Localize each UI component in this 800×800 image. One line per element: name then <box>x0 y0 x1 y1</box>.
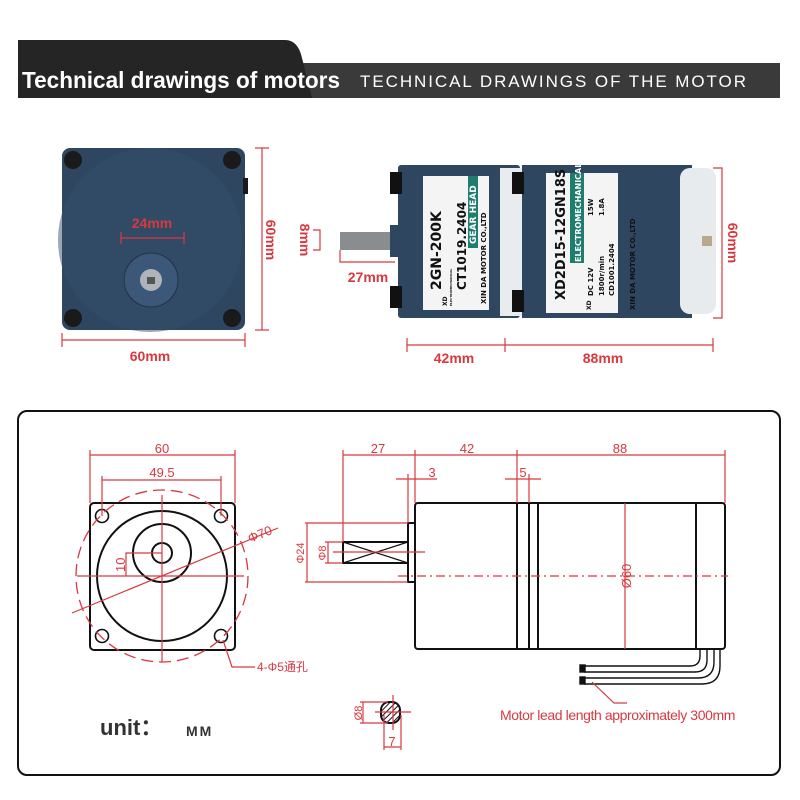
shaft-section-drawing: Ø8 7 <box>353 695 411 750</box>
gear-model-text: 2GN-200K <box>429 210 445 290</box>
shaft-diameter-dimension: 8mm <box>297 224 313 257</box>
lead-length-note: Motor lead length approximately 300mm <box>500 707 735 723</box>
section-flat-dimension: 7 <box>388 734 395 749</box>
gear-length-drawing-dimension: 42 <box>460 441 474 456</box>
flange-diameter-dimension: Φ24 <box>295 542 307 563</box>
motor-speed-text: 1800r/min <box>598 256 606 296</box>
side-height-dimension: 60mm <box>725 223 741 263</box>
motor-voltage-text: DC 12V <box>587 267 595 296</box>
gear-maker-text: XIN DA MOTOR CO.,LTD <box>480 212 488 304</box>
gear-length-dimension: 42mm <box>434 350 474 366</box>
side-view-drawing: Ø60 27 42 88 3 5 Φ24 Φ8 Motor lead lengt… <box>295 441 735 723</box>
mounting-holes-note: 4-Φ5通孔 <box>257 660 308 674</box>
offset-dimension: 10 <box>113 558 128 572</box>
motor-length-dimension: 88mm <box>583 350 623 366</box>
header-title: Technical drawings of motors <box>22 67 340 93</box>
motor-side-photo: 2GN-200K XD ELECTROMECHANICAL CT1019.240… <box>297 163 741 366</box>
motor-model-text: XD2D15-12GN18S <box>554 169 569 300</box>
gear-tag-text: GEAR HEAD <box>469 185 479 244</box>
gear-code-text: CT1019.2404 <box>455 202 469 290</box>
drawing-frame <box>17 410 781 776</box>
flange-thickness-dimension: 3 <box>428 465 435 480</box>
gear-brand-text: XD <box>442 296 449 306</box>
hole-spacing-dimension: 49.5 <box>149 465 174 480</box>
unit-label-text: unit： <box>100 715 162 740</box>
shaft-length-dimension: 27mm <box>348 269 388 285</box>
motor-front-photo: 24mm 60mm 60mm <box>58 147 279 364</box>
boss-dimension: 24mm <box>132 215 172 231</box>
motor-tag-text: ELECTROMECHANICAL <box>574 163 583 262</box>
shaft-diameter-drawing-dimension: Φ8 <box>317 546 329 561</box>
motor-power-text: 15W <box>587 198 595 216</box>
shaft-length-drawing-dimension: 27 <box>371 441 385 456</box>
front-view-drawing: Φ70 10 60 49.5 4-Φ5通孔 <box>71 441 308 674</box>
header-banner: Technical drawings of motors TECHNICAL D… <box>18 40 780 98</box>
motor-length-drawing-dimension: 88 <box>613 441 627 456</box>
motor-current-text: 1.8A <box>598 198 606 216</box>
motor-lead-wires <box>579 649 721 685</box>
circle-dimension: Φ70 <box>246 523 275 546</box>
front-height-dimension: 60mm <box>263 220 279 260</box>
unit-value-text: MM <box>186 723 213 739</box>
width-dimension: 60 <box>155 441 169 456</box>
gap-dimension: 5 <box>519 465 526 480</box>
section-diameter-dimension: Ø8 <box>353 706 365 721</box>
motor-maker-text: XIN DA MOTOR CO.,LTD <box>629 218 637 310</box>
motor-code-text: CD1001.2404 <box>608 243 616 296</box>
header-subtitle: TECHNICAL DRAWINGS OF THE MOTOR <box>360 72 746 91</box>
gear-brand-sub-text: ELECTROMECHANICAL <box>449 269 453 306</box>
motor-brand-text: XD <box>586 300 593 310</box>
unit-label: unit： MM <box>100 715 213 740</box>
mounting-bolts <box>64 151 241 327</box>
front-width-dimension: 60mm <box>130 348 170 364</box>
body-diameter-dimension: Ø60 <box>619 564 634 589</box>
